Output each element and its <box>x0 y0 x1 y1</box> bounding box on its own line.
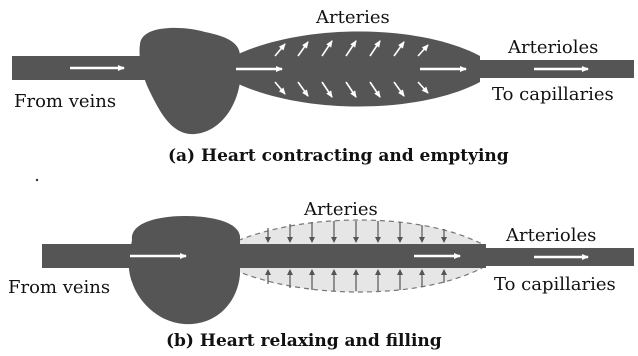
caption-a: (a) Heart contracting and emptying <box>168 146 509 166</box>
panel-a: Arteries Arterioles From veins To capill… <box>12 7 634 166</box>
to-capillaries-label-b: To capillaries <box>494 274 616 295</box>
arterioles-label-a: Arterioles <box>507 37 598 58</box>
panel-b: Arteries Arterioles From veins To capill… <box>8 199 634 351</box>
to-capillaries-label-a: To capillaries <box>492 84 614 105</box>
heart-contracting <box>139 28 240 134</box>
caption-b: (b) Heart relaxing and filling <box>166 331 442 351</box>
stray-dot <box>36 179 38 181</box>
arteries-label-a: Arteries <box>315 7 390 28</box>
arterioles-label-b: Arterioles <box>505 225 596 246</box>
heart-relaxed <box>129 216 240 324</box>
from-veins-label-a: From veins <box>14 91 116 112</box>
arteries-label-b: Arteries <box>303 199 378 220</box>
from-veins-label-b: From veins <box>8 277 110 298</box>
